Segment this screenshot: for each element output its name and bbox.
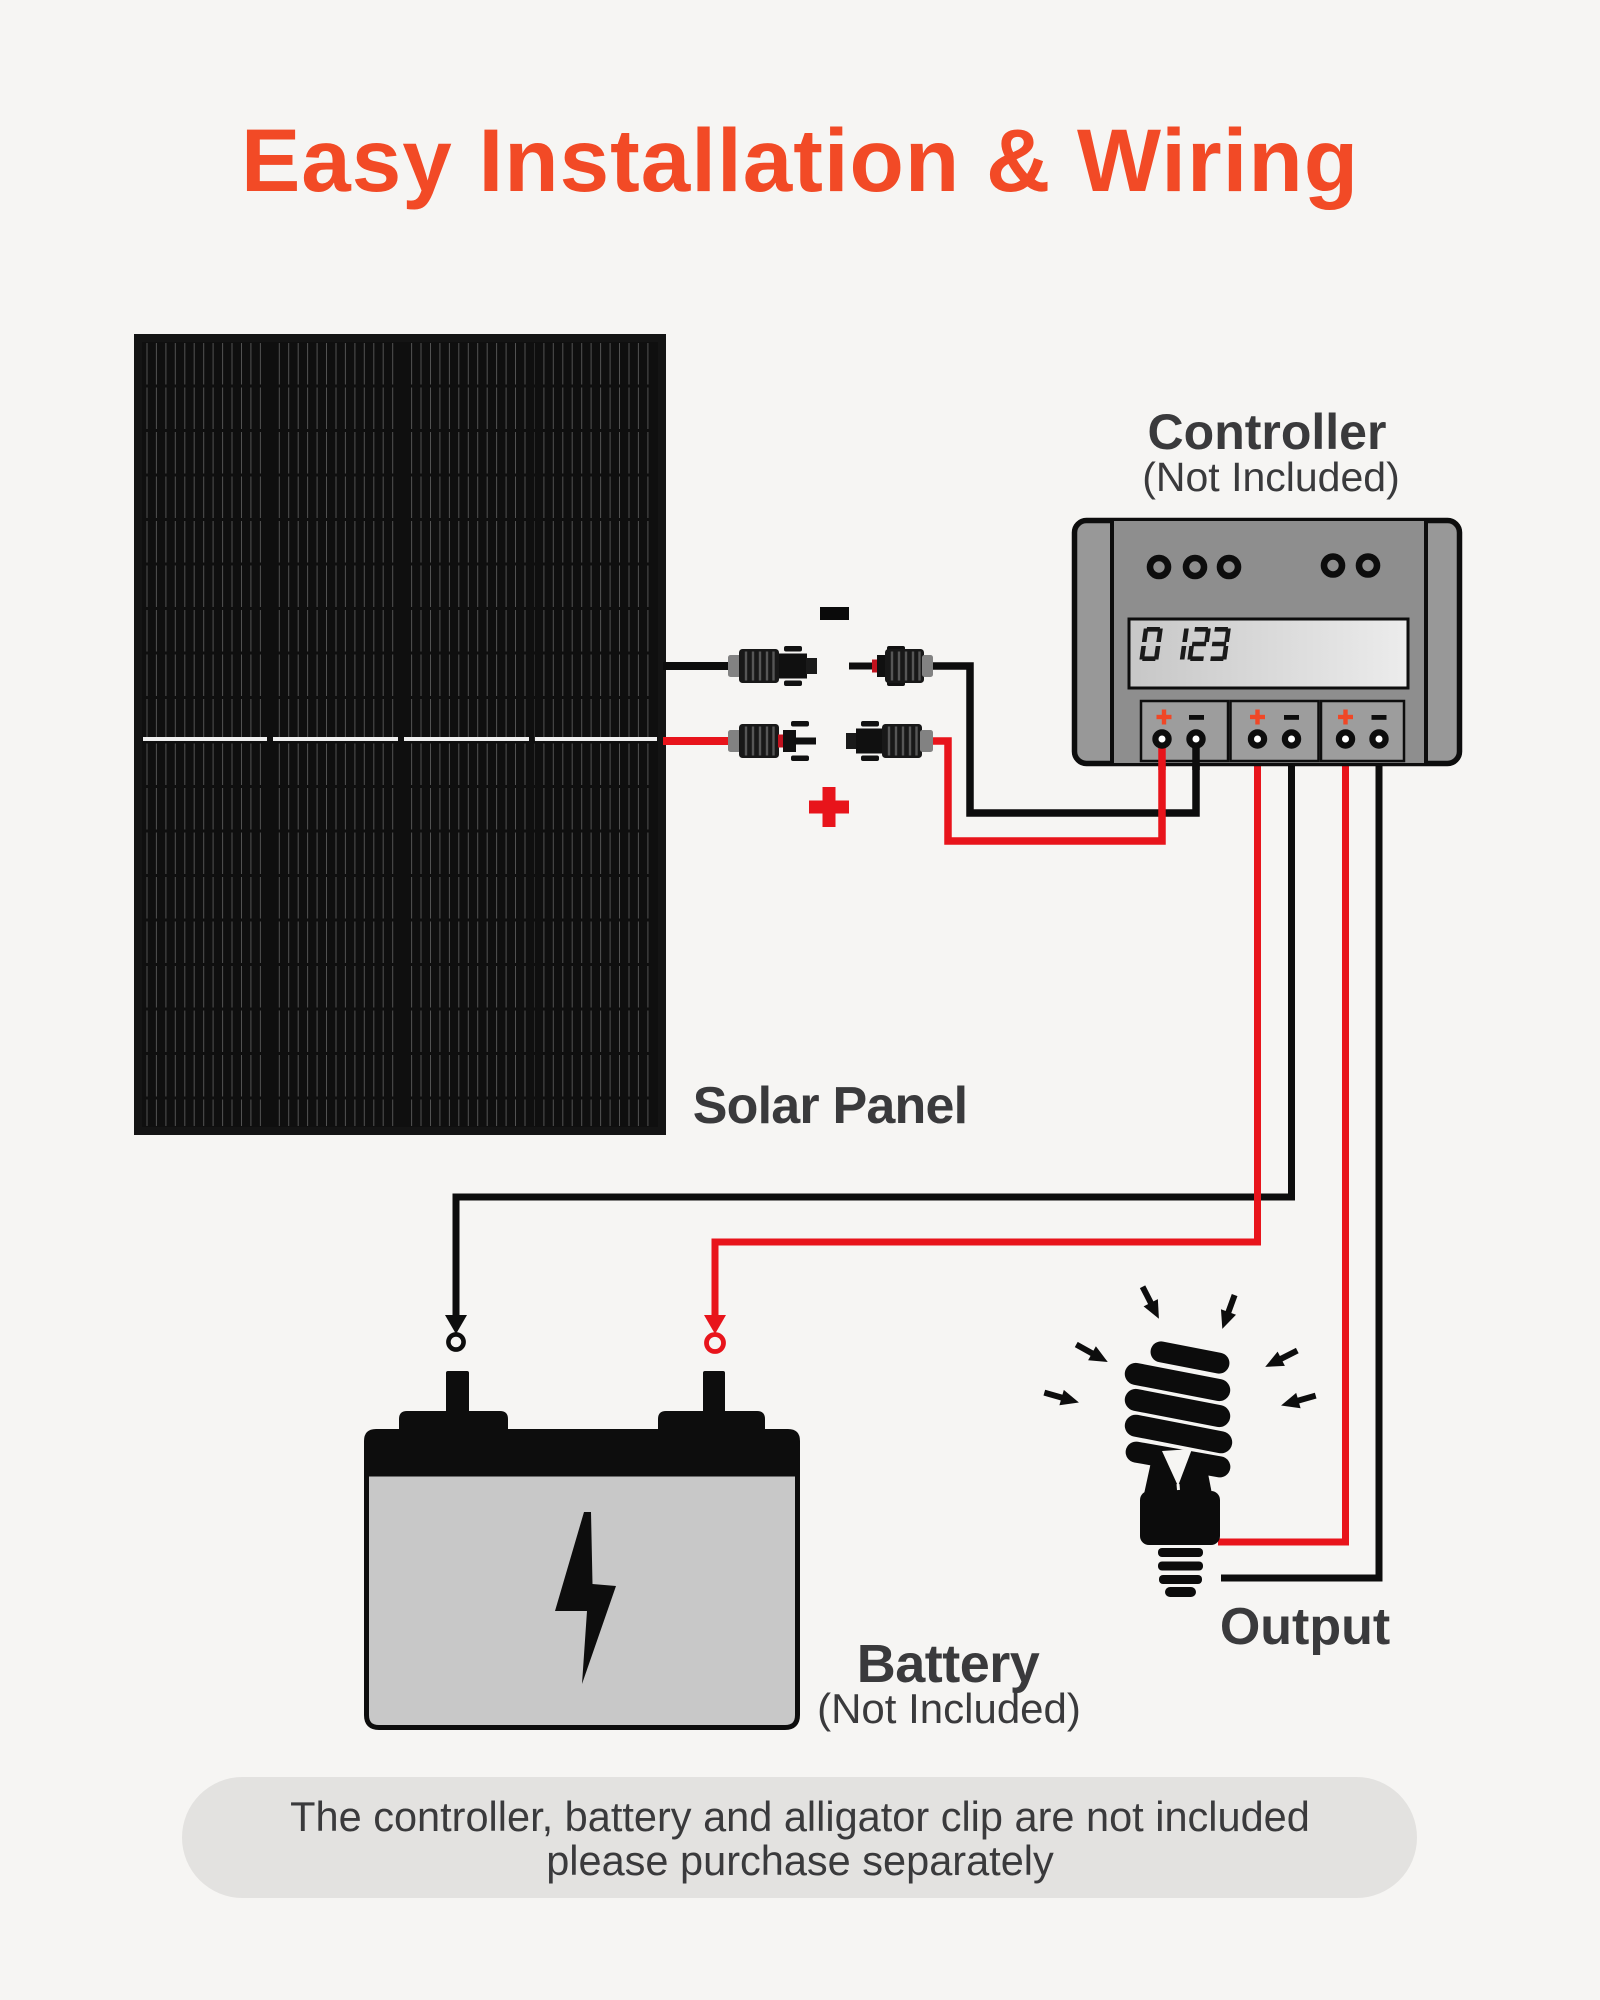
svg-text:The controller, battery and al: The controller, battery and alligator cl… [290, 1793, 1310, 1840]
svg-text:(Not Included): (Not Included) [1142, 454, 1400, 500]
svg-text:Output: Output [1220, 1598, 1390, 1656]
svg-text:Solar Panel: Solar Panel [693, 1077, 967, 1135]
svg-text:Controller: Controller [1148, 404, 1387, 460]
svg-text:(Not Included): (Not Included) [817, 1685, 1081, 1732]
svg-text:please purchase separately: please purchase separately [546, 1837, 1054, 1884]
svg-text:Easy Installation & Wiring: Easy Installation & Wiring [241, 110, 1359, 210]
svg-text:Battery: Battery [857, 1634, 1040, 1694]
